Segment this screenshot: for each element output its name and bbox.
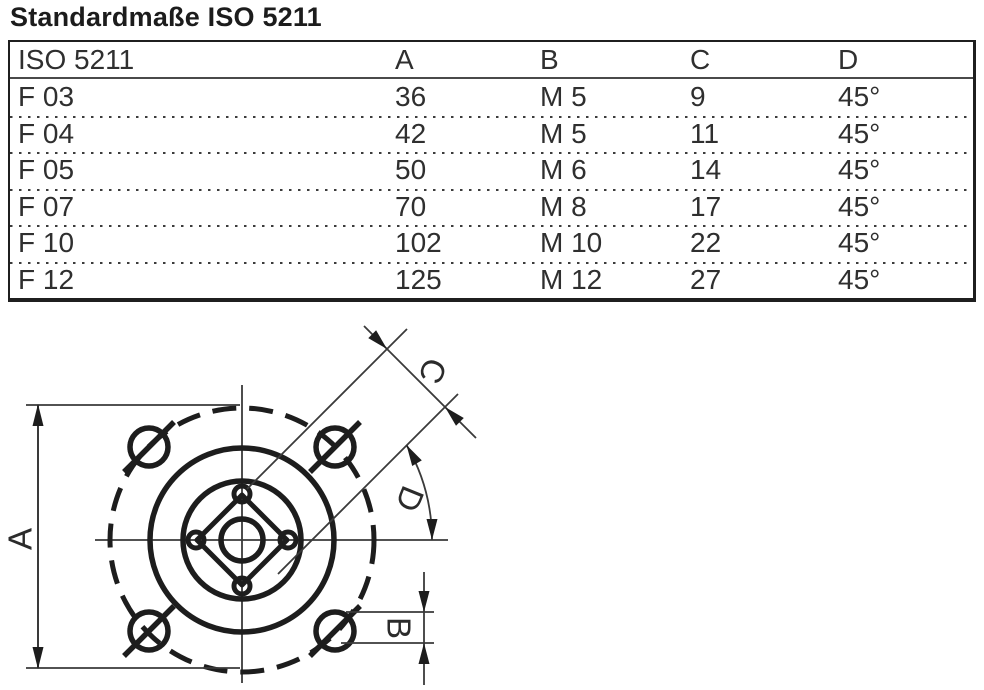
dimension-a: A — [2, 404, 240, 669]
cell-a: 102 — [395, 227, 442, 259]
flange-body — [107, 405, 377, 675]
column-header-c: C — [690, 43, 711, 75]
dim-c-label: C — [411, 353, 454, 389]
bolt-hole-bottom-right — [313, 609, 357, 653]
cell-flange-size: F 12 — [18, 263, 75, 295]
cell-a: 42 — [395, 117, 427, 149]
table-row: F 12 125 M 12 27 45° — [10, 261, 973, 298]
dim-c-arrow-lower — [445, 407, 464, 426]
cell-c: 11 — [690, 117, 720, 149]
cell-d: 45° — [838, 154, 881, 186]
cell-d: 45° — [838, 190, 881, 222]
dim-a-arrow-up — [32, 404, 44, 426]
dim-b-label: B — [381, 617, 418, 639]
cell-c: 22 — [690, 227, 722, 259]
column-header-a: A — [395, 43, 414, 75]
corner-relief-bottom — [231, 575, 253, 597]
table-row: F 03 36 M 5 9 45° — [10, 79, 973, 116]
bolt-hole-bottom-left — [127, 609, 171, 653]
cell-a: 36 — [395, 81, 427, 113]
page-title: Standardmaße ISO 5211 — [10, 2, 322, 32]
column-header-d: D — [838, 43, 859, 75]
square-drive — [194, 492, 290, 588]
cell-flange-size: F 10 — [18, 227, 75, 259]
cell-d: 45° — [838, 227, 881, 259]
dim-b-arrow-down — [418, 591, 430, 612]
cell-d: 45° — [838, 81, 881, 113]
dimension-b: B — [341, 572, 434, 685]
cell-b: M 5 — [540, 117, 587, 149]
dim-a-label: A — [2, 528, 39, 550]
cell-c: 14 — [690, 154, 722, 186]
dim-c-tangent-upper — [246, 328, 408, 490]
cell-d: 45° — [838, 117, 881, 149]
corner-relief-left — [185, 529, 207, 551]
dim-d-arrow-top — [406, 445, 422, 466]
column-header-b: B — [540, 43, 559, 75]
cell-a: 50 — [395, 154, 427, 186]
cell-b: M 6 — [540, 154, 587, 186]
table-row: F 05 50 M 6 14 45° — [10, 152, 973, 189]
bolt-circle-dashed — [107, 405, 377, 675]
table-row: F 10 102 M 10 22 45° — [10, 225, 973, 262]
dim-d-arrow-bottom — [426, 519, 438, 540]
cell-b: M 8 — [540, 190, 587, 222]
corner-relief-top — [231, 483, 253, 505]
bolt-hole-slash — [122, 420, 176, 474]
cell-b: M 12 — [540, 263, 603, 295]
bolt-holes — [122, 420, 362, 658]
cell-flange-size: F 04 — [18, 117, 75, 149]
dimension-d: D — [388, 444, 438, 541]
cell-a: 70 — [395, 190, 427, 222]
table-row: F 04 42 M 5 11 45° — [10, 115, 973, 152]
cell-c: 17 — [690, 190, 722, 222]
flange-drawing-svg: A C D B — [2, 325, 477, 685]
cell-a: 125 — [395, 263, 442, 295]
bolt-hole-slash — [308, 420, 362, 474]
cell-c: 9 — [690, 81, 706, 113]
flange-technical-drawing: A C D B — [0, 310, 660, 685]
column-header-iso5211: ISO 5211 — [18, 43, 135, 75]
bolt-hole-slash — [122, 604, 176, 658]
dim-b-arrow-up — [418, 643, 430, 664]
spigot-circle — [180, 478, 304, 602]
cell-b: M 5 — [540, 81, 587, 113]
center-bore — [218, 516, 266, 564]
cell-c: 27 — [690, 263, 722, 295]
bolt-hole-top-right — [313, 425, 357, 469]
cell-flange-size: F 07 — [18, 190, 75, 222]
bolt-hole-slash — [308, 604, 362, 658]
bolt-hole-top-left — [127, 425, 171, 469]
outer-circle — [147, 445, 337, 635]
dim-a-arrow-down — [32, 647, 44, 669]
iso5211-spec-table: ISO 5211 A B C D F 03 36 M 5 9 45° F 04 … — [8, 40, 976, 302]
cell-b: M 10 — [540, 227, 603, 259]
table-header-row: ISO 5211 A B C D — [10, 42, 973, 79]
dim-c-tangent-lower — [277, 393, 459, 575]
cell-d: 45° — [838, 263, 881, 295]
cell-flange-size: F 05 — [18, 154, 75, 186]
dim-c-arrow-upper — [368, 330, 387, 349]
corner-relief-right — [277, 529, 299, 551]
table-row: F 07 70 M 8 17 45° — [10, 188, 973, 225]
cell-flange-size: F 03 — [18, 81, 75, 113]
